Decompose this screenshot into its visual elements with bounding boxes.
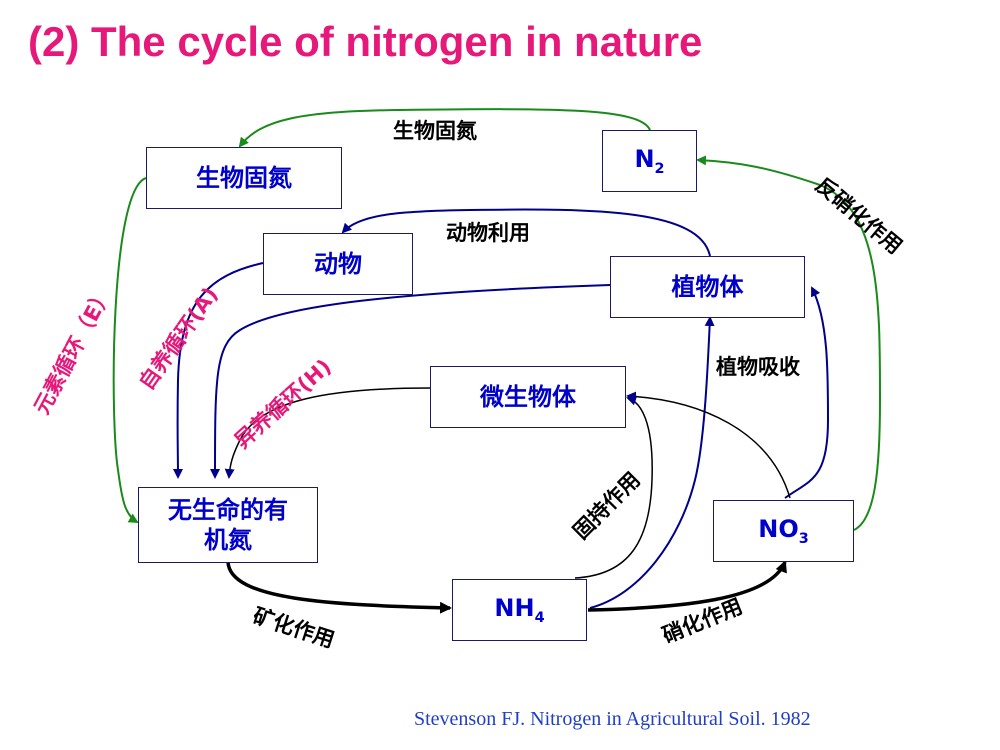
arrow-nonliving-to-nh4 (226, 561, 452, 614)
arrow-nh4-to-no3 (587, 560, 787, 612)
n2-subscript: 2 (654, 160, 665, 177)
arrow-microbe-to-nonliving (224, 387, 431, 479)
no3-label: NO (758, 515, 799, 544)
animal-box: 动物 (263, 233, 413, 295)
nh4-box: NH4 (452, 579, 587, 641)
no3-box: NO3 (713, 500, 854, 562)
no3-subscript: 3 (798, 530, 809, 547)
page-title: (2) The cycle of nitrogen in nature (28, 18, 703, 65)
arrow-plant-to-nonliving (210, 284, 611, 479)
arrow-plant-to-animal (341, 208, 711, 257)
arrow-biofix-to-nonliving (112, 177, 147, 524)
arrow-no3-to-n2 (696, 155, 882, 531)
arrow-no3-to-plant (784, 286, 830, 499)
nh4-subscript: 4 (534, 609, 545, 626)
bio-fixation-box: 生物固氮 (146, 147, 342, 209)
microbe-box: 微生物体 (430, 366, 626, 428)
label-animal-use: 动物利用 (446, 221, 530, 245)
arrow-no3-to-microbe (626, 391, 791, 499)
nonliving-line1: 无生命的有 (168, 496, 288, 524)
label-plant-uptake: 植物吸收 (716, 355, 800, 379)
nonliving-line2: 机氮 (204, 526, 252, 554)
n2-box: N2 (602, 130, 697, 192)
arrow-n2-to-biofix (238, 108, 651, 148)
arrow-nh4-to-microbe (574, 395, 653, 579)
arrow-animal-to-nonliving (172, 262, 264, 479)
plant-box: 植物体 (610, 256, 805, 318)
n2-label: N (634, 145, 655, 174)
label-bio-fixation: 生物固氮 (393, 119, 477, 143)
nh4-label: NH (494, 594, 535, 623)
arrow-nh4-to-plant (589, 316, 715, 609)
citation: Stevenson FJ. Nitrogen in Agricultural S… (414, 708, 811, 730)
nonliving-organic-n-box: 无生命的有 机氮 (138, 487, 318, 563)
